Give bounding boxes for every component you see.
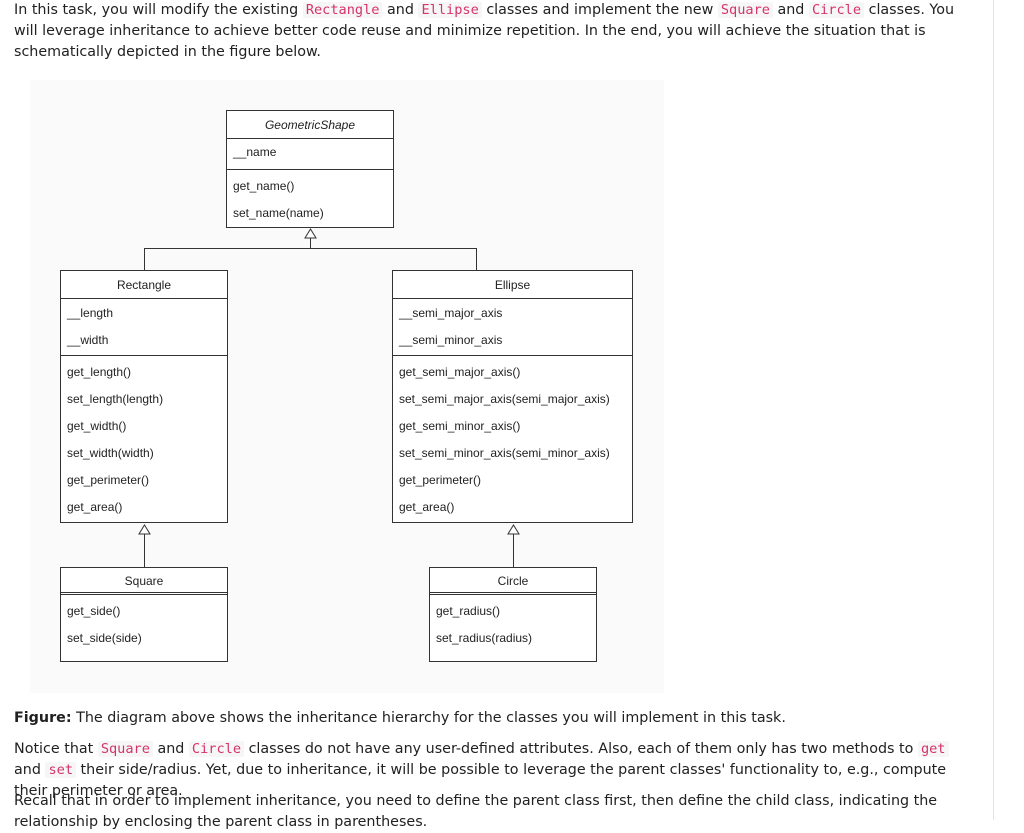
inheritance-arrow-icon xyxy=(304,228,317,239)
notice-text-4: and xyxy=(14,762,46,778)
uml-class-diagram: GeometricShape __name get_name() set_nam… xyxy=(30,80,664,693)
inheritance-connector xyxy=(144,248,477,249)
content-divider xyxy=(993,0,994,820)
class-geometric-shape: GeometricShape __name get_name() set_nam… xyxy=(226,110,394,228)
class-name: Circle xyxy=(430,568,596,595)
code-circle: Circle xyxy=(188,741,245,757)
attributes-section: __semi_major_axis __semi_minor_axis xyxy=(393,299,632,356)
class-name: Ellipse xyxy=(393,271,632,299)
code-rectangle: Rectangle xyxy=(302,2,383,18)
methods-section: get_radius() set_radius(radius) xyxy=(430,595,596,652)
methods-section: get_semi_major_axis() set_semi_major_axi… xyxy=(393,356,632,521)
attribute: __semi_minor_axis xyxy=(399,333,503,347)
inheritance-arrow-icon xyxy=(507,524,520,535)
notice-text-3: classes do not have any user-defined att… xyxy=(244,741,918,757)
recall-text: Recall that in order to implement inheri… xyxy=(14,793,938,830)
method: get_semi_major_axis() xyxy=(399,365,521,379)
methods-section: get_side() set_side(side) xyxy=(61,595,227,652)
caption-text: The diagram above shows the inheritance … xyxy=(71,710,786,726)
attributes-section: __name xyxy=(227,139,393,170)
code-square: Square xyxy=(97,741,153,757)
method: get_perimeter() xyxy=(399,473,482,487)
intro-text-5: classes. You will leverage inheritance t… xyxy=(14,2,955,60)
inheritance-connector xyxy=(476,248,477,270)
attribute: __length xyxy=(67,306,114,320)
method: get_side() xyxy=(67,604,121,618)
recall-paragraph: Recall that in order to implement inheri… xyxy=(14,791,974,833)
method: set_semi_minor_axis(semi_minor_axis) xyxy=(399,446,610,460)
notice-text-1: Notice that xyxy=(14,741,98,757)
inheritance-connector xyxy=(144,248,145,270)
code-circle: Circle xyxy=(808,2,865,18)
methods-section: get_length() set_length(length) get_widt… xyxy=(61,356,227,521)
method: set_length(length) xyxy=(67,392,164,406)
method: get_length() xyxy=(67,365,132,379)
method: set_radius(radius) xyxy=(436,631,533,645)
code-get: get xyxy=(917,741,949,757)
method: get_semi_minor_axis() xyxy=(399,419,521,433)
method: get_area() xyxy=(67,500,123,514)
class-square: Square get_side() set_side(side) xyxy=(60,567,228,662)
figure-caption: Figure: The diagram above shows the inhe… xyxy=(14,708,974,729)
class-circle: Circle get_radius() set_radius(radius) xyxy=(429,567,597,662)
method: get_perimeter() xyxy=(67,473,150,487)
notice-paragraph: Notice that Square and Circle classes do… xyxy=(14,739,974,802)
notice-text-2: and xyxy=(152,741,189,757)
attribute: __name xyxy=(233,145,277,159)
method: get_width() xyxy=(67,419,127,433)
intro-text-4: and xyxy=(772,2,809,18)
class-rectangle: Rectangle __length __width get_length() … xyxy=(60,270,228,523)
attribute: __semi_major_axis xyxy=(399,306,503,320)
inheritance-arrow-icon xyxy=(138,524,151,535)
method: get_name() xyxy=(233,179,295,193)
method: get_radius() xyxy=(436,604,501,618)
methods-section: get_name() set_name(name) xyxy=(227,170,393,227)
class-name: GeometricShape xyxy=(227,111,393,139)
intro-text-2: and xyxy=(382,2,419,18)
attribute: __width xyxy=(67,333,109,347)
method: set_semi_major_axis(semi_major_axis) xyxy=(399,392,610,406)
attributes-section: __length __width xyxy=(61,299,227,356)
code-set: set xyxy=(45,762,77,778)
inheritance-connector xyxy=(513,534,514,567)
class-name: Rectangle xyxy=(61,271,227,299)
intro-text-3: classes and implement the new xyxy=(481,2,718,18)
class-name: Square xyxy=(61,568,227,595)
class-ellipse: Ellipse __semi_major_axis __semi_minor_a… xyxy=(392,270,633,523)
inheritance-connector xyxy=(310,238,311,248)
notice-text-5: their side/radius. Yet, due to inheritan… xyxy=(14,762,947,799)
intro-text-1: In this task, you will modify the existi… xyxy=(14,2,303,18)
code-ellipse: Ellipse xyxy=(418,2,482,18)
method: get_area() xyxy=(399,500,455,514)
method: set_side(side) xyxy=(67,631,142,645)
intro-paragraph: In this task, you will modify the existi… xyxy=(14,0,974,63)
inheritance-connector xyxy=(144,534,145,567)
code-square: Square xyxy=(717,2,773,18)
caption-label: Figure: xyxy=(14,710,72,726)
method: set_width(width) xyxy=(67,446,154,460)
method: set_name(name) xyxy=(233,206,324,220)
